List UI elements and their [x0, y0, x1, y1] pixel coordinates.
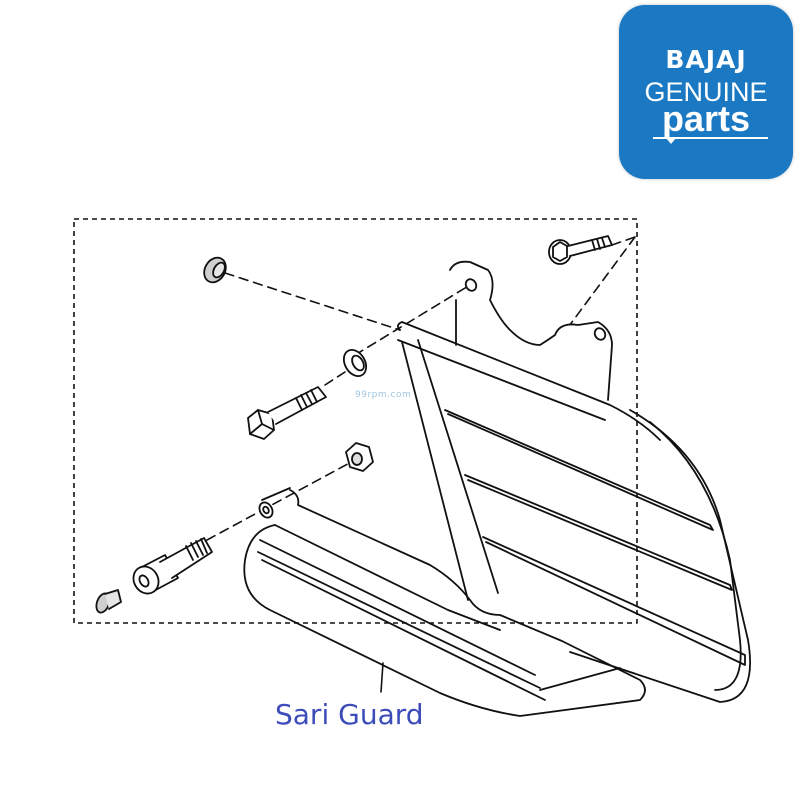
logo-genuine: GENUINE	[644, 77, 768, 107]
hex-nut	[345, 442, 374, 472]
part-label: Sari Guard	[275, 698, 424, 731]
socket-cap-bolt	[132, 537, 213, 595]
hex-bolt-left	[247, 386, 327, 440]
logo-parts: parts	[661, 98, 751, 139]
assembly-lines	[206, 236, 636, 541]
leader-line	[380, 662, 384, 693]
spring-washer	[342, 348, 368, 378]
logo-underline	[653, 137, 768, 139]
flat-washer	[203, 256, 227, 284]
flange-bolt	[548, 235, 613, 265]
watermark: 99rpm.com	[355, 390, 412, 400]
rubber-plug	[95, 589, 122, 614]
chevron-down-icon	[666, 138, 676, 144]
logo-brand: BAJAJ	[665, 45, 747, 74]
bajaj-genuine-parts-logo: BAJAJ GENUINE parts	[619, 5, 793, 179]
sari-guard-frame	[243, 260, 751, 717]
